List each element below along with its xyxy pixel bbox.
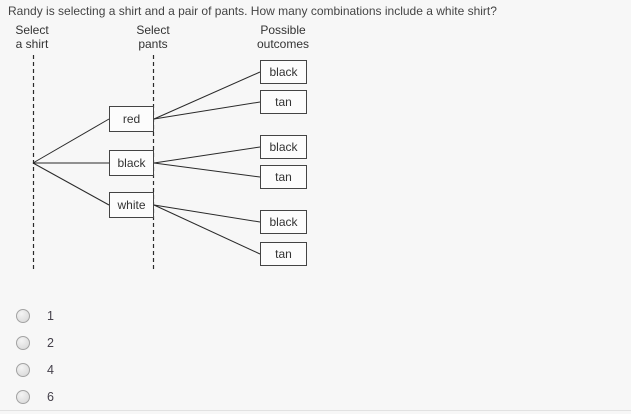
column-header-line: pants	[138, 37, 168, 51]
shirt-node-white: white	[109, 192, 154, 218]
column-header-line: outcomes	[256, 37, 310, 51]
outcome-node-black-black: black	[260, 135, 307, 159]
radio-button-2[interactable]	[16, 335, 30, 350]
answer-option-label: 1	[47, 308, 54, 323]
answer-option-2[interactable]: 2	[16, 334, 54, 351]
shirt-node-black: black	[109, 150, 154, 176]
branch-root-white	[32, 162, 110, 206]
column-header-possible-outcomes: Possible outcomes	[243, 23, 323, 51]
question-divider	[0, 410, 631, 411]
column-header-line: Select	[136, 23, 170, 37]
answer-option-label: 4	[47, 362, 54, 377]
answer-option-label: 2	[47, 335, 54, 350]
answer-option-label: 6	[47, 389, 54, 404]
answer-option-4[interactable]: 4	[16, 361, 54, 378]
shirt-node-red: red	[109, 106, 154, 132]
branch-black-tan	[153, 162, 261, 178]
branch-red-black	[153, 71, 261, 120]
branch-white-tan	[153, 204, 261, 255]
branch-white-black	[153, 204, 261, 223]
column-header-select-pants: Select pants	[113, 23, 193, 51]
column-header-line: a shirt	[15, 37, 49, 51]
outcome-node-red-tan: tan	[260, 90, 307, 114]
outcome-node-black-tan: tan	[260, 165, 307, 189]
column-header-line: Possible	[260, 23, 306, 37]
column-header-select-shirt: Select a shirt	[0, 23, 72, 51]
radio-button-1[interactable]	[16, 308, 30, 323]
branch-red-tan	[153, 101, 261, 120]
outcome-node-white-black: black	[260, 210, 307, 234]
branch-black-black	[153, 146, 261, 164]
tree-diagram-lines	[32, 55, 261, 270]
answer-option-1[interactable]: 1	[16, 307, 54, 324]
answer-option-6[interactable]: 6	[16, 388, 54, 405]
outcome-node-white-tan: tan	[260, 242, 307, 266]
answer-options: 1 2 4 6	[16, 307, 54, 414]
radio-button-4[interactable]	[16, 362, 30, 377]
radio-button-6[interactable]	[16, 389, 30, 404]
question-prompt: Randy is selecting a shirt and a pair of…	[8, 4, 497, 18]
branch-root-red	[32, 118, 110, 164]
outcome-node-red-black: black	[260, 60, 307, 84]
column-header-line: Select	[15, 23, 49, 37]
